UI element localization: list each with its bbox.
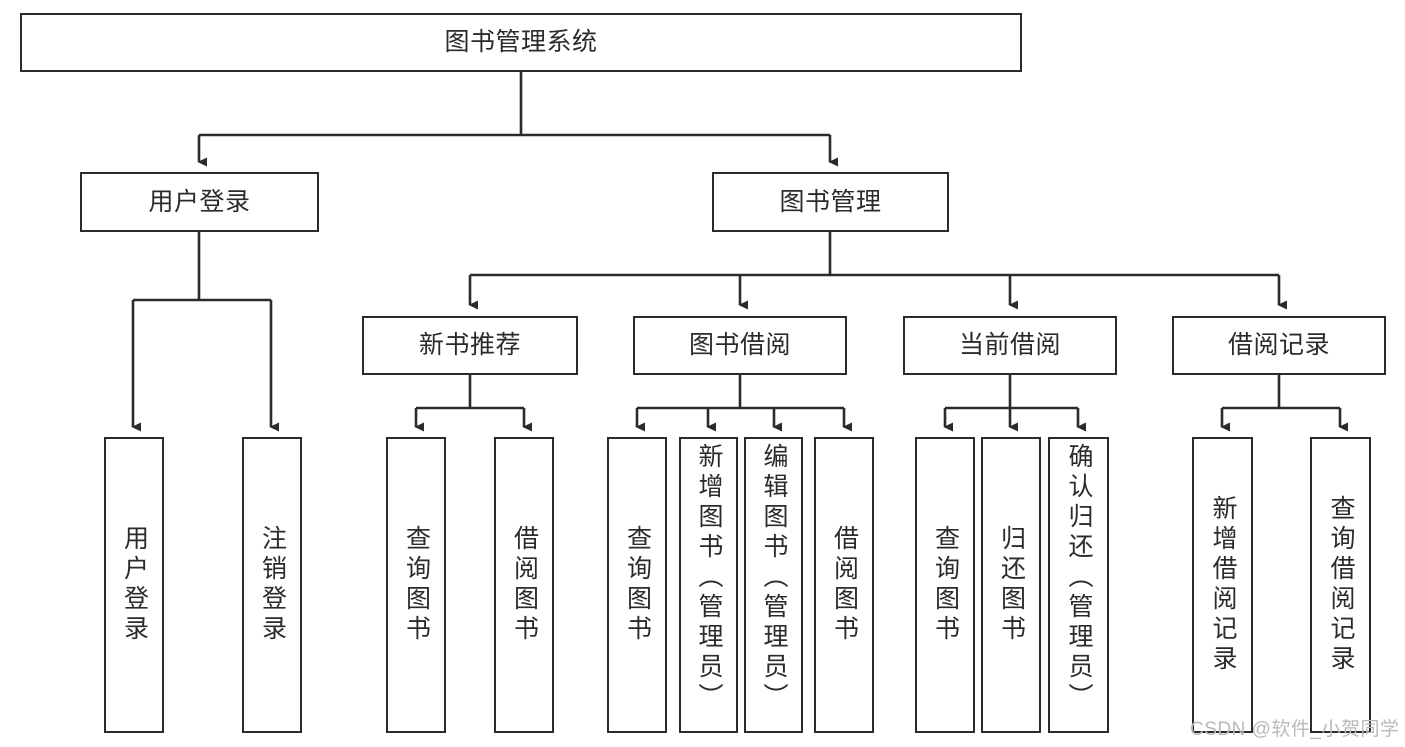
- leaf-query-book-2[interactable]: 查询图书: [607, 437, 667, 733]
- leaf-confirm-return[interactable]: 确认归还（管理员）: [1048, 437, 1109, 733]
- leaf-query-book-3-label: 查询图书: [931, 525, 960, 645]
- leaf-return-book-label: 归还图书: [997, 525, 1026, 645]
- node-root[interactable]: 图书管理系统: [20, 13, 1022, 72]
- leaf-query-book-1-label: 查询图书: [402, 525, 431, 645]
- leaf-query-book-3[interactable]: 查询图书: [915, 437, 975, 733]
- leaf-user-logout[interactable]: 注销登录: [242, 437, 302, 733]
- leaf-user-login[interactable]: 用户登录: [104, 437, 164, 733]
- node-new-book-recommend-label: 新书推荐: [418, 331, 521, 359]
- leaf-query-record-label: 查询借阅记录: [1327, 495, 1355, 675]
- leaf-borrow-book-2[interactable]: 借阅图书: [814, 437, 874, 733]
- node-book-borrow[interactable]: 图书借阅: [633, 316, 847, 375]
- node-current-borrow[interactable]: 当前借阅: [903, 316, 1117, 375]
- leaf-return-book[interactable]: 归还图书: [981, 437, 1041, 733]
- node-user-login-label: 用户登录: [148, 187, 251, 216]
- node-root-label: 图书管理系统: [444, 28, 598, 56]
- leaf-user-login-label: 用户登录: [120, 525, 149, 645]
- leaf-borrow-book-2-label: 借阅图书: [830, 525, 859, 645]
- leaf-borrow-book-1-label: 借阅图书: [510, 525, 539, 645]
- node-borrow-record[interactable]: 借阅记录: [1172, 316, 1386, 375]
- node-borrow-record-label: 借阅记录: [1227, 331, 1330, 359]
- leaf-add-record[interactable]: 新增借阅记录: [1192, 437, 1253, 733]
- node-new-book-recommend[interactable]: 新书推荐: [362, 316, 578, 375]
- leaf-add-record-label: 新增借阅记录: [1209, 495, 1237, 675]
- leaf-edit-book-label: 编辑图书（管理员）: [760, 443, 788, 713]
- leaf-query-book-2-label: 查询图书: [623, 525, 652, 645]
- leaf-add-book[interactable]: 新增图书（管理员）: [679, 437, 738, 733]
- leaf-query-record[interactable]: 查询借阅记录: [1310, 437, 1371, 733]
- leaf-confirm-return-label: 确认归还（管理员）: [1065, 443, 1093, 713]
- node-book-management[interactable]: 图书管理: [712, 172, 949, 232]
- leaf-user-logout-label: 注销登录: [258, 525, 287, 645]
- node-user-login[interactable]: 用户登录: [80, 172, 319, 232]
- watermark: CSDN @软件_小贺同学: [1190, 719, 1400, 740]
- leaf-add-book-label: 新增图书（管理员）: [695, 443, 723, 713]
- node-current-borrow-label: 当前借阅: [958, 331, 1061, 359]
- leaf-edit-book[interactable]: 编辑图书（管理员）: [744, 437, 803, 733]
- leaf-borrow-book-1[interactable]: 借阅图书: [494, 437, 554, 733]
- node-book-management-label: 图书管理: [779, 187, 882, 216]
- leaf-query-book-1[interactable]: 查询图书: [386, 437, 446, 733]
- node-book-borrow-label: 图书借阅: [688, 331, 791, 359]
